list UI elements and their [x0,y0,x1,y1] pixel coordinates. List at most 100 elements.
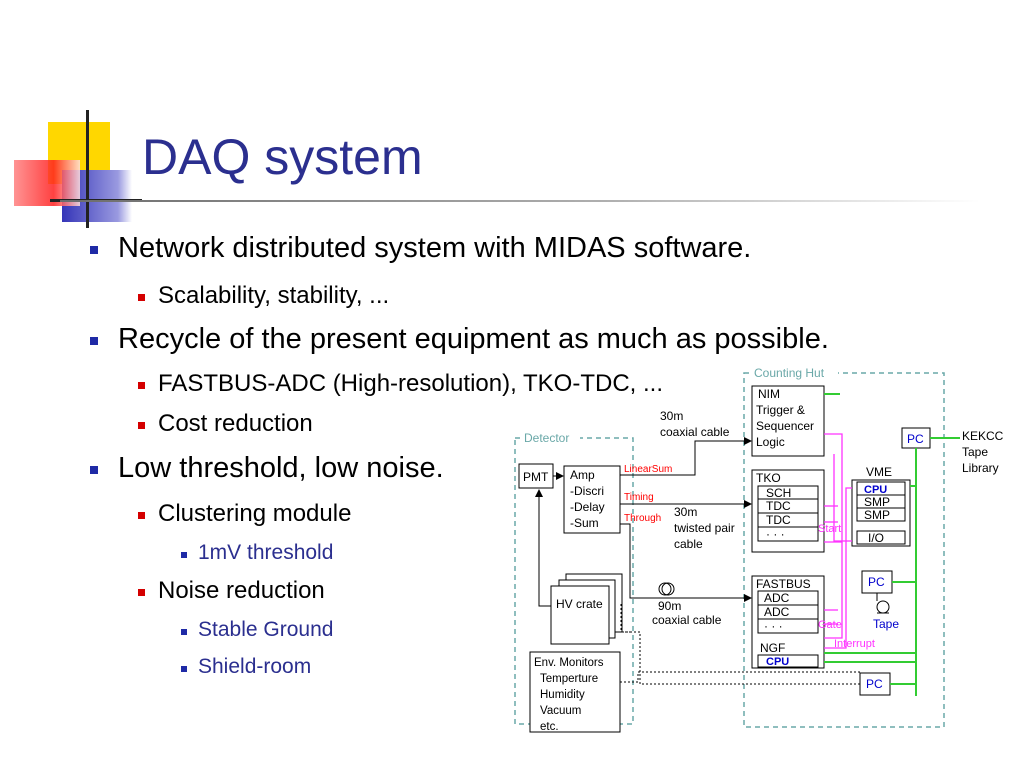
sub-bullet-fastbus: FASTBUS-ADC (High-resolution), TKO-TDC, … [138,370,663,398]
page-title: DAQ system [142,129,423,185]
bullet-marker [181,629,187,635]
env-vacuum: Vacuum [540,705,581,717]
bullet-marker [138,382,145,389]
cable-coil [661,582,675,596]
daq-diagram: Detector Counting Hut PMT Amp -Discri -D… [514,366,1004,733]
fastbus-label: FASTBUS [756,577,811,591]
fastbus-more-slot [757,618,819,634]
bullet-text: Low threshold, low noise. [118,452,444,484]
sub-bullet-clustering: Clustering module [138,500,352,528]
cable-30m-coax-length: 30m [660,409,683,423]
hv-slow-control-line [622,631,860,685]
hv-crate-label: HV crate [556,597,603,611]
tape-label: Tape [873,617,899,631]
env-monitors-box [529,651,621,733]
sub-bullet-scalability: Scalability, stability, ... [138,282,390,310]
linearsum-line [620,437,752,476]
gate-line [824,542,843,639]
amp-sum-label: -Sum [570,516,599,530]
bullet-text: Clustering module [158,500,352,527]
fastbus-cpu-slot [757,654,819,668]
bullet-marker [138,589,145,596]
vme-io-label: I/O [868,531,884,545]
counting-hut-label: Counting Hut [754,366,825,380]
fastbus-ngf-label: NGF [760,641,785,655]
through-label: Through [624,513,661,524]
vme-cpu-label: CPU [864,484,887,496]
fastbus-more-label: · · · [764,619,783,633]
bullet-marker [181,666,187,672]
bullet-marker [138,294,145,301]
kekcc-tape: Tape [962,445,988,459]
detector-label: Detector [524,431,569,445]
bullet-text: Scalability, stability, ... [158,282,390,309]
tko-more-label: · · · [766,527,785,541]
cable-30m-twisted-cable: cable [674,537,703,551]
interrupt-line [824,487,852,649]
detector-label-bg [520,430,580,444]
nim-trigger: Trigger & [756,403,805,417]
vme-io-line [833,454,852,542]
sub-sub-bullet-threshold: 1mV threshold [181,541,334,565]
sub-bullet-noise: Noise reduction [138,577,325,605]
tape-icon [876,600,890,614]
bullet-marker [138,512,145,519]
title-divider [60,200,980,202]
pmt-box [518,463,554,489]
env-etc: etc. [540,721,559,733]
bullet-marker [181,552,187,558]
bullet-text: Noise reduction [158,577,325,604]
vme-io-slot [856,530,906,545]
bullet-text: 1mV threshold [198,541,334,564]
nim-label: NIM [758,387,780,401]
bullet-text: Cost reduction [158,410,313,437]
through-line [620,523,752,602]
fastbus-adc-label-1: ADC [764,591,790,605]
bullet-text: Network distributed system with MIDAS so… [118,232,752,264]
cable-90m-coax-length: 90m [658,599,681,613]
nim-control-line [824,433,843,543]
bullet-text: Stable Ground [198,618,334,641]
sub-sub-bullet-shield: Shield-room [181,655,312,679]
tko-more-slot [757,526,819,542]
fastbus-cpu-label: CPU [766,656,789,668]
cable-coil [658,582,672,596]
gate-label: Gate [818,619,842,631]
logo-vertical-line [86,110,89,228]
bullet-text: FASTBUS-ADC (High-resolution), TKO-TDC, … [158,370,663,397]
env-monitors-title: Env. Monitors [534,657,604,669]
cable-90m-coax-type: coaxial cable [652,613,722,627]
amp-label: Amp [570,468,595,482]
hv-to-pmt-line [535,489,551,607]
tko-sch-label: SCH [766,486,791,500]
vme-smp-label-2: SMP [864,508,890,522]
fastbus-adc-label-2: ADC [764,605,790,619]
nim-sequencer: Sequencer [756,419,814,433]
bullet-low-threshold: Low threshold, low noise. [90,452,444,485]
amp-delay-label: -Delay [570,500,605,514]
bullet-marker [90,246,98,254]
tko-label: TKO [756,471,781,485]
start-label: Start [818,523,841,535]
vme-label: VME [866,465,892,479]
slow-control-line [620,671,860,683]
counting-hut-frame [743,372,945,728]
env-humidity: Humidity [540,689,585,701]
nim-box [751,385,825,457]
cable-30m-coax-type: coaxial cable [660,425,730,439]
bullet-network: Network distributed system with MIDAS so… [90,232,752,265]
timing-label: Timing [624,492,654,503]
counting-hut-label-bg [750,366,838,380]
bullet-marker [90,466,98,474]
pc-env-label: PC [866,677,883,691]
sub-sub-bullet-ground: Stable Ground [181,618,334,642]
env-temperature: Temperture [540,673,598,685]
tko-tdc-label-1: TDC [766,499,791,513]
bullet-marker [90,337,98,345]
amp-box [563,465,621,534]
pc-network-label: PC [907,432,924,446]
logo-red-square [14,160,80,206]
vme-smp-label-1: SMP [864,495,890,509]
interrupt-label: Interrupt [834,638,875,650]
bullet-text: Shield-room [198,655,312,678]
